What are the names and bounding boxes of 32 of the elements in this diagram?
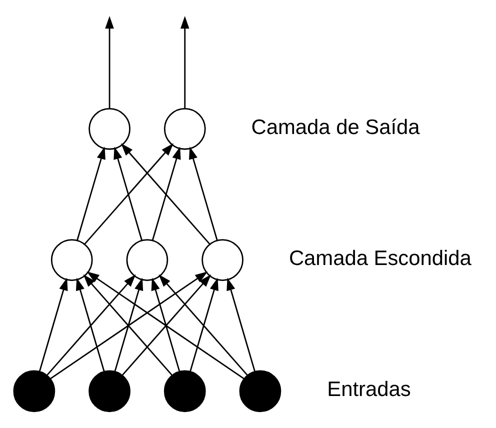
arrow	[114, 146, 142, 240]
arrow	[50, 272, 208, 380]
node-circle	[164, 370, 206, 412]
label: Entradas	[327, 378, 411, 402]
label: Camada Escondida	[288, 246, 472, 270]
arrow	[122, 274, 212, 376]
node-circle	[164, 108, 206, 150]
arrow	[76, 278, 105, 372]
arrow	[226, 278, 256, 372]
arrow	[180, 16, 190, 108]
node-circle	[88, 370, 130, 412]
arrow	[84, 143, 174, 244]
arrow	[158, 274, 248, 376]
arrow	[83, 274, 172, 376]
arrow	[38, 278, 68, 372]
arrow	[190, 278, 218, 372]
node-circle	[126, 239, 168, 281]
arrow	[114, 278, 144, 372]
label: Camada de Saída	[251, 116, 420, 139]
node-circle	[13, 370, 56, 412]
node-circle	[88, 108, 130, 150]
arrow	[188, 146, 218, 240]
arrow	[86, 272, 245, 380]
arrow	[105, 16, 114, 108]
arrow	[46, 274, 136, 376]
node-circle	[202, 239, 244, 281]
arrow	[76, 146, 106, 240]
arrow	[120, 143, 210, 244]
node-circle	[239, 370, 282, 412]
arrow	[151, 278, 180, 372]
arrow	[152, 146, 181, 240]
node-circle	[50, 239, 93, 281]
